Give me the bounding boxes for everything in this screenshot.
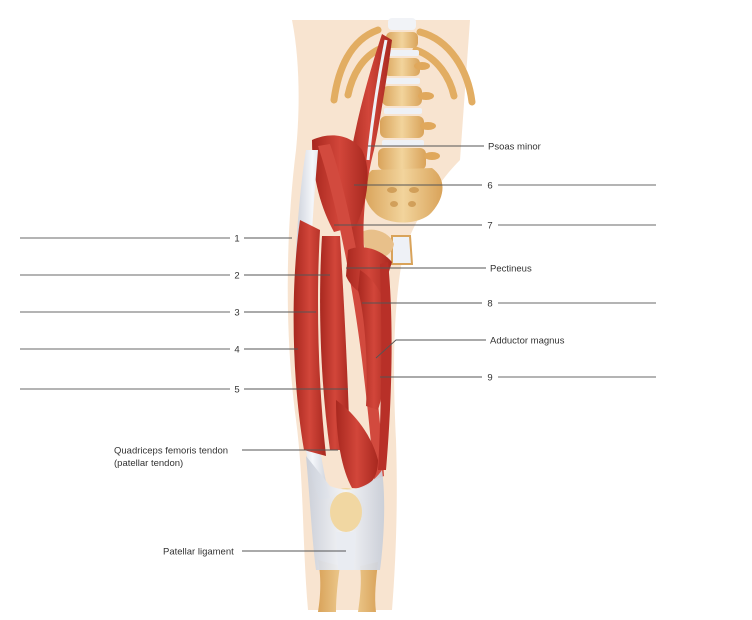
label-psoas-minor: Psoas minor (488, 142, 541, 153)
marker-5: 5 (234, 385, 239, 396)
marker-9: 9 (487, 373, 492, 384)
rectus-femoris (320, 236, 350, 450)
sacrum (363, 168, 443, 223)
gracilis (378, 262, 392, 470)
marker-3: 3 (234, 308, 239, 319)
pectineus-muscle (346, 247, 392, 300)
number-markers: 1 2 3 4 5 6 7 8 9 (234, 181, 492, 396)
label-quadriceps-tendon-sub: (patellar tendon) (114, 458, 183, 469)
psoas-minor-tendon (366, 39, 388, 161)
pubic-symphysis (391, 235, 414, 265)
vertebral-column (378, 18, 440, 170)
marker-1: 1 (234, 234, 239, 245)
tibia-fibula (318, 560, 378, 612)
label-patellar-ligament: Patellar ligament (163, 547, 234, 558)
vastus-lateralis (293, 220, 326, 456)
label-quadriceps-tendon: Quadriceps femoris tendon (114, 446, 228, 457)
marker-4: 4 (234, 345, 239, 356)
marker-2: 2 (234, 271, 239, 282)
thigh-illustration (287, 18, 476, 612)
marker-7: 7 (487, 221, 492, 232)
marker-8: 8 (487, 299, 492, 310)
label-pectineus: Pectineus (490, 264, 532, 275)
vastus-medialis (336, 400, 378, 489)
leader-lines (20, 145, 656, 552)
marker-6: 6 (487, 181, 492, 192)
text-labels: Psoas minor Pectineus Adductor magnus Qu… (114, 142, 565, 558)
label-adductor-magnus: Adductor magnus (490, 336, 565, 347)
